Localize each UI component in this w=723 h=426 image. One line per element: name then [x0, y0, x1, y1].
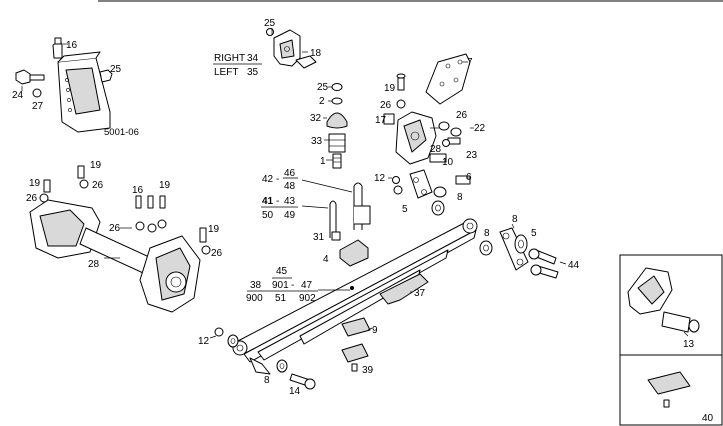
callout: 26	[92, 180, 104, 191]
fraction-denominator: 900	[246, 293, 263, 304]
subassembly-code: 5001-06	[104, 127, 139, 138]
fraction-numerator: 46	[284, 168, 296, 179]
callout: 5	[531, 228, 537, 239]
fraction-denominator: 51	[275, 293, 287, 304]
u-bolt-pair	[301, 179, 371, 267]
callout: 1	[320, 156, 326, 167]
callout: 8	[512, 214, 518, 225]
callout: 26	[109, 223, 121, 234]
fraction-numerator: 38	[250, 280, 262, 291]
callout: 12	[198, 336, 210, 347]
callout: 31	[313, 232, 325, 243]
callout: 19	[159, 180, 171, 191]
fraction-dash: -	[276, 196, 279, 207]
callout: 25	[264, 18, 276, 29]
callout: 6	[466, 172, 472, 183]
side-left-label: LEFT	[214, 67, 238, 78]
callout: 8	[484, 228, 490, 239]
callout: 4	[323, 254, 329, 265]
callout: 19	[29, 178, 41, 189]
bump-stop-stack	[323, 83, 348, 169]
callout: 26	[211, 248, 223, 259]
fraction-denominator: 902	[299, 293, 316, 304]
side-right-label: RIGHT	[214, 53, 245, 64]
callout: 37	[414, 288, 426, 299]
front-hanger-bracket	[383, 53, 474, 165]
fraction-numerator: 43	[284, 196, 296, 207]
callout: 8	[264, 375, 270, 386]
fraction-dash: -	[276, 174, 279, 185]
callout: 10	[442, 157, 454, 168]
callout: 39	[362, 365, 374, 376]
shackle-bracket	[266, 28, 317, 69]
callout: 19	[90, 160, 102, 171]
leaf-spring	[232, 218, 478, 375]
fraction-numerator: 41	[262, 196, 274, 207]
callout: 19	[384, 83, 396, 94]
detail-13-bracket	[627, 267, 700, 337]
fraction-denominator: 50	[262, 210, 274, 221]
callout: 9	[372, 325, 378, 336]
callout: 27	[32, 101, 44, 112]
fraction-denominator: 48	[284, 181, 296, 192]
callout: 26	[456, 110, 468, 121]
callout: 44	[568, 260, 580, 271]
callout: 13	[683, 339, 695, 350]
callout: 8	[457, 192, 463, 203]
callout: 22	[474, 123, 486, 134]
callout: 26	[26, 193, 38, 204]
callout: 25	[110, 64, 122, 75]
fraction-numerator: 47	[301, 280, 313, 291]
axle-beam-assembly	[29, 165, 211, 313]
fraction-numerator: 901	[272, 280, 289, 291]
callout: 24	[12, 90, 24, 101]
callout: 2	[319, 96, 325, 107]
callout: 28	[430, 144, 442, 155]
callout: 23	[466, 150, 478, 161]
bracket-5001-06	[15, 37, 113, 133]
callout: 26	[380, 100, 392, 111]
callout: 16	[66, 40, 78, 51]
rear-shackle	[479, 223, 567, 279]
callout: 32	[310, 113, 322, 124]
callout: 25	[317, 82, 329, 93]
callout: 7	[467, 57, 473, 68]
callout: 5	[402, 204, 408, 215]
callout: 28	[88, 259, 100, 270]
fraction-denominator: 49	[284, 210, 296, 221]
lower-fasteners	[209, 317, 373, 390]
detail-40-pad	[647, 371, 691, 408]
side-left-number: 35	[247, 67, 259, 78]
callout: 12	[374, 173, 386, 184]
callout: 14	[289, 386, 301, 397]
fraction-dash: -	[291, 280, 294, 291]
callout: 16	[132, 185, 144, 196]
callout: 40	[702, 413, 714, 424]
detail-box	[619, 254, 723, 426]
side-right-number: 34	[247, 53, 259, 64]
callout: 19	[208, 224, 220, 235]
shackle-plates	[388, 169, 471, 216]
callout: 33	[311, 136, 323, 147]
fraction-numerator: 42	[262, 174, 274, 185]
callout: 17	[375, 115, 387, 126]
callout: 18	[310, 48, 322, 59]
fraction-numerator: 45	[276, 266, 288, 277]
